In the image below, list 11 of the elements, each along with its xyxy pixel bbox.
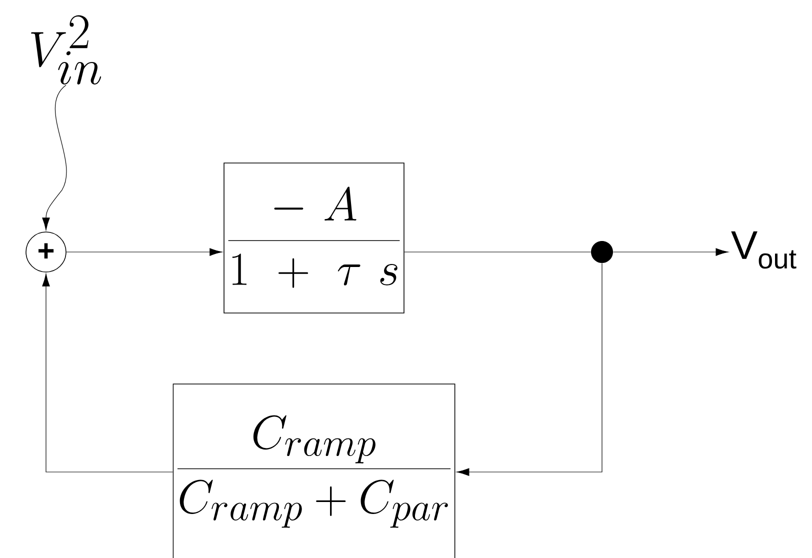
feedback-box: $\frac{C_{ramp}}{C_{ramp}+C_{par}}$: [172, 384, 456, 558]
arrow: [42, 274, 174, 472]
junction-dot: [591, 241, 613, 263]
arrow: [456, 262, 602, 476]
output-signal-label: V$_{out}$: [731, 231, 796, 269]
arrow: [612, 248, 728, 256]
summing-junction: +: [26, 232, 66, 272]
arrow: [66, 248, 222, 256]
input-signal-label: $V_{in}^{2}$: [31, 15, 102, 84]
transfer-function-box: $\frac{-\ A}{1\ +\ \tau\ s}$: [224, 162, 404, 314]
wavy-arrow: [42, 84, 67, 230]
